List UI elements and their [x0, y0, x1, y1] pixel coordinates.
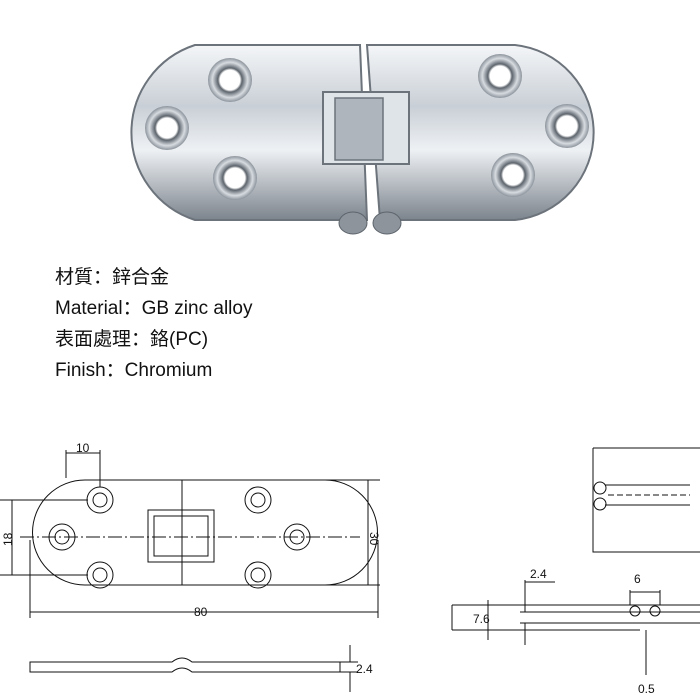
dim-height: 30	[367, 532, 381, 546]
dim-inner-height: 18	[1, 532, 15, 546]
hinge-photo	[130, 44, 595, 235]
spec-list: 材質：鋅合金 Material：GB zinc alloy 表面處理：鉻(PC)…	[55, 262, 252, 386]
dim-gap: 0.5	[638, 682, 655, 696]
dim-hole-spacing: 10	[76, 441, 90, 455]
material-zh: 材質：鋅合金	[55, 267, 170, 288]
dim-side-thickness: 2.4	[530, 567, 547, 581]
side-view-outline	[29, 657, 341, 673]
dim-side-height: 7.6	[473, 612, 490, 626]
top-view-outline	[32, 479, 378, 586]
dim-side-width: 6	[634, 572, 641, 586]
finish-en: Finish：Chromium	[55, 360, 213, 381]
finish-zh: 表面處理：鉻(PC)	[55, 329, 209, 350]
material-en: Material：GB zinc alloy	[55, 298, 253, 319]
technical-drawing: 10 18 30 80 2.4 2.4 6 7.6 0.5	[0, 441, 700, 696]
dim-thickness: 2.4	[356, 662, 373, 676]
dim-length: 80	[194, 605, 208, 619]
